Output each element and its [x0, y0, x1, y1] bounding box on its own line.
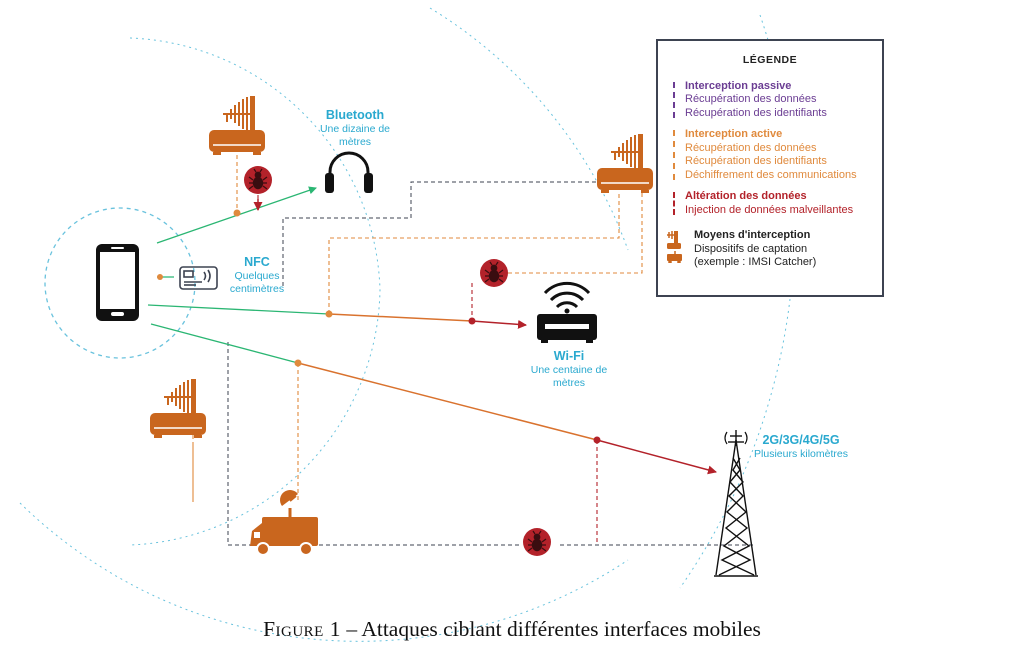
legend-title: LÉGENDE	[742, 54, 798, 66]
attack-lines	[253, 199, 717, 475]
bluetooth-title: Bluetooth	[325, 108, 385, 122]
wifi-label: Wi-Fi Une centaine de mètres	[524, 349, 614, 389]
legend-passive: Interception passive Récupération des do…	[658, 80, 882, 121]
antenna-device-icon	[208, 95, 266, 156]
legend-active-item: Déchiffrement des communications	[685, 168, 857, 181]
nfc-range: Quelques centimètres	[229, 270, 285, 295]
wifi-range-arc-top	[429, 7, 629, 251]
legend-passive-heading: Interception passive	[685, 79, 792, 92]
legend-active-item: Récupération des identifiants	[685, 155, 827, 167]
figure-number: Figure 1	[263, 617, 341, 641]
bug-icon	[479, 258, 509, 288]
antenna-device-icon	[596, 133, 654, 194]
legend: LÉGENDE Interception passive Récupératio…	[656, 39, 884, 297]
legend-alteration-heading: Altération des données	[685, 190, 807, 202]
wifi-range-arc	[19, 502, 629, 642]
legend-active-heading: Interception active	[685, 128, 783, 140]
range-circles	[19, 7, 796, 642]
means-icon	[667, 231, 682, 263]
antenna-device-icon	[149, 378, 207, 439]
legend-passive-item: Récupération des données	[685, 93, 817, 105]
legend-means-item: Dispositifs de captation	[694, 242, 808, 255]
bug-icon	[522, 527, 552, 557]
cell-tower-icon	[714, 430, 758, 577]
wifi-range: Une centaine de mètres	[530, 364, 608, 389]
caption-separator: –	[346, 617, 358, 641]
bluetooth-range-arc	[129, 37, 381, 546]
caption-text: Attaques ciblant différentes interfaces …	[361, 617, 761, 641]
legend-active: Interception active Récupération des don…	[658, 128, 882, 182]
legend-alteration-item: Injection de données malveillantes	[685, 203, 854, 216]
bug-icon	[243, 165, 273, 195]
legend-alteration: Altération des données Injection de donn…	[658, 190, 882, 217]
wifi-title: Wi-Fi	[553, 349, 585, 363]
legend-means-heading: Moyens d'interception	[694, 229, 811, 241]
active-lines	[192, 155, 643, 502]
cellular-range: Plusieurs kilomètres	[754, 448, 848, 460]
headphones-icon	[325, 151, 373, 193]
cellular-range-arc	[679, 14, 796, 589]
bluetooth-label: Bluetooth Une dizaine de mètres	[305, 108, 405, 148]
legend-means-item: (exemple : IMSI Catcher)	[694, 256, 817, 268]
nfc-card-icon	[179, 266, 218, 290]
cellular-title: 2G/3G/4G/5G	[762, 433, 840, 447]
cellular-label: 2G/3G/4G/5G Plusieurs kilomètres	[752, 433, 850, 461]
van-icon	[250, 490, 318, 556]
bluetooth-range: Une dizaine de mètres	[319, 123, 391, 148]
nfc-label: NFC Quelques centimètres	[222, 255, 292, 295]
junction-dots	[157, 209, 601, 444]
legend-active-item: Récupération des données	[685, 141, 817, 154]
legend-means: Moyens d'interception Dispositifs de cap…	[658, 229, 882, 270]
smartphone-icon	[96, 244, 139, 321]
nfc-range-circle	[44, 207, 196, 359]
wifi-router-icon	[537, 281, 597, 343]
legend-passive-item: Récupération des identifiants	[685, 106, 827, 119]
nfc-title: NFC	[244, 255, 270, 269]
figure-caption: Figure 1 – Attaques ciblant différentes …	[0, 617, 1024, 642]
